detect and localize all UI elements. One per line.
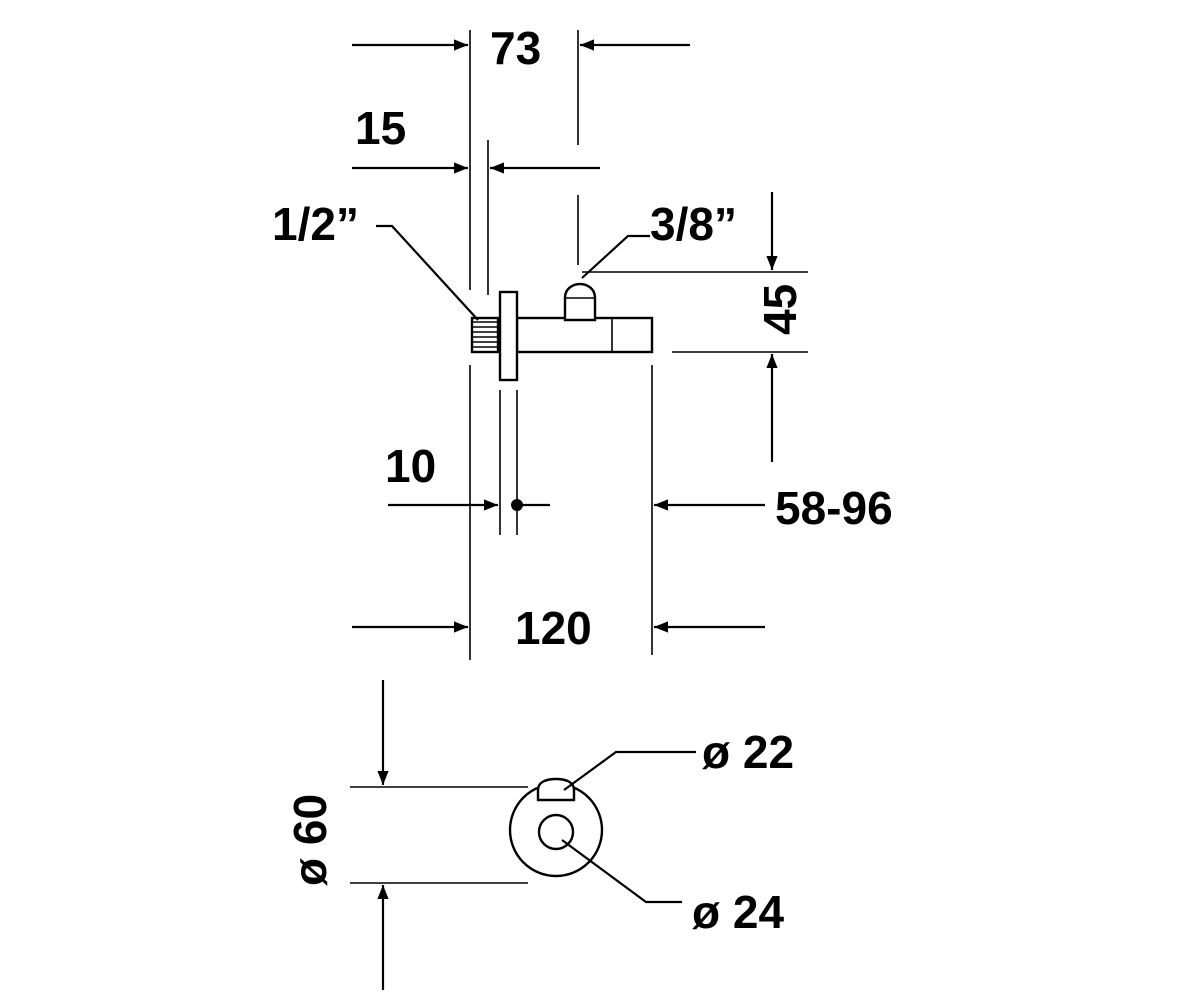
label-73: 73 xyxy=(490,22,541,74)
label-15: 15 xyxy=(355,102,406,154)
rosette-front-view xyxy=(508,777,604,878)
label-diameter-60: ø 60 xyxy=(284,794,336,886)
label-inlet-thread: 1/2” xyxy=(272,198,359,250)
label-120: 120 xyxy=(515,602,592,654)
extension-lines xyxy=(350,30,808,884)
dimension-arrows xyxy=(352,39,778,990)
valve-side-view xyxy=(470,282,654,511)
label-outlet-thread: 3/8” xyxy=(650,198,737,250)
label-diameter-24: ø 24 xyxy=(692,886,784,938)
dimension-labels: 73 15 1/2” 3/8” 45 10 58-96 120 ø 60 ø 2… xyxy=(272,22,893,938)
label-10: 10 xyxy=(385,440,436,492)
label-diameter-22: ø 22 xyxy=(702,726,794,778)
leader-lines xyxy=(376,224,696,904)
label-45: 45 xyxy=(754,284,806,335)
label-58-96: 58-96 xyxy=(775,482,893,534)
